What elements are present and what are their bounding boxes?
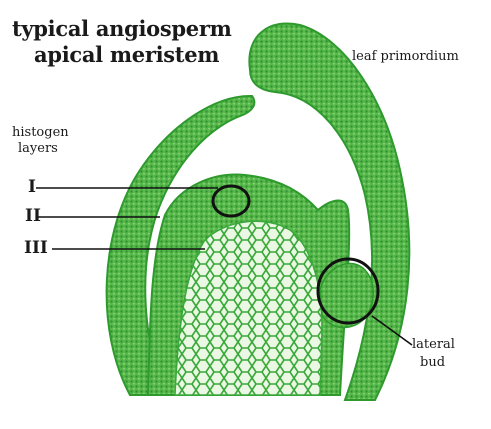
histogen-label-line-2: layers [18, 142, 58, 156]
histogen-label-line-1: histogen [12, 126, 69, 140]
leaf-primordium-label: leaf primordium [352, 50, 459, 64]
layer-1-label: I [28, 179, 36, 197]
layer-3-label: III [24, 240, 48, 258]
diagram-title-line-1: typical angiosperm [12, 18, 232, 40]
layer-2-label: II [25, 208, 41, 226]
lateral-bud-label-line-2: bud [420, 356, 445, 370]
diagram-title-line-2: apical meristem [34, 44, 219, 66]
lateral-bud-label-line-1: lateral [412, 338, 455, 352]
